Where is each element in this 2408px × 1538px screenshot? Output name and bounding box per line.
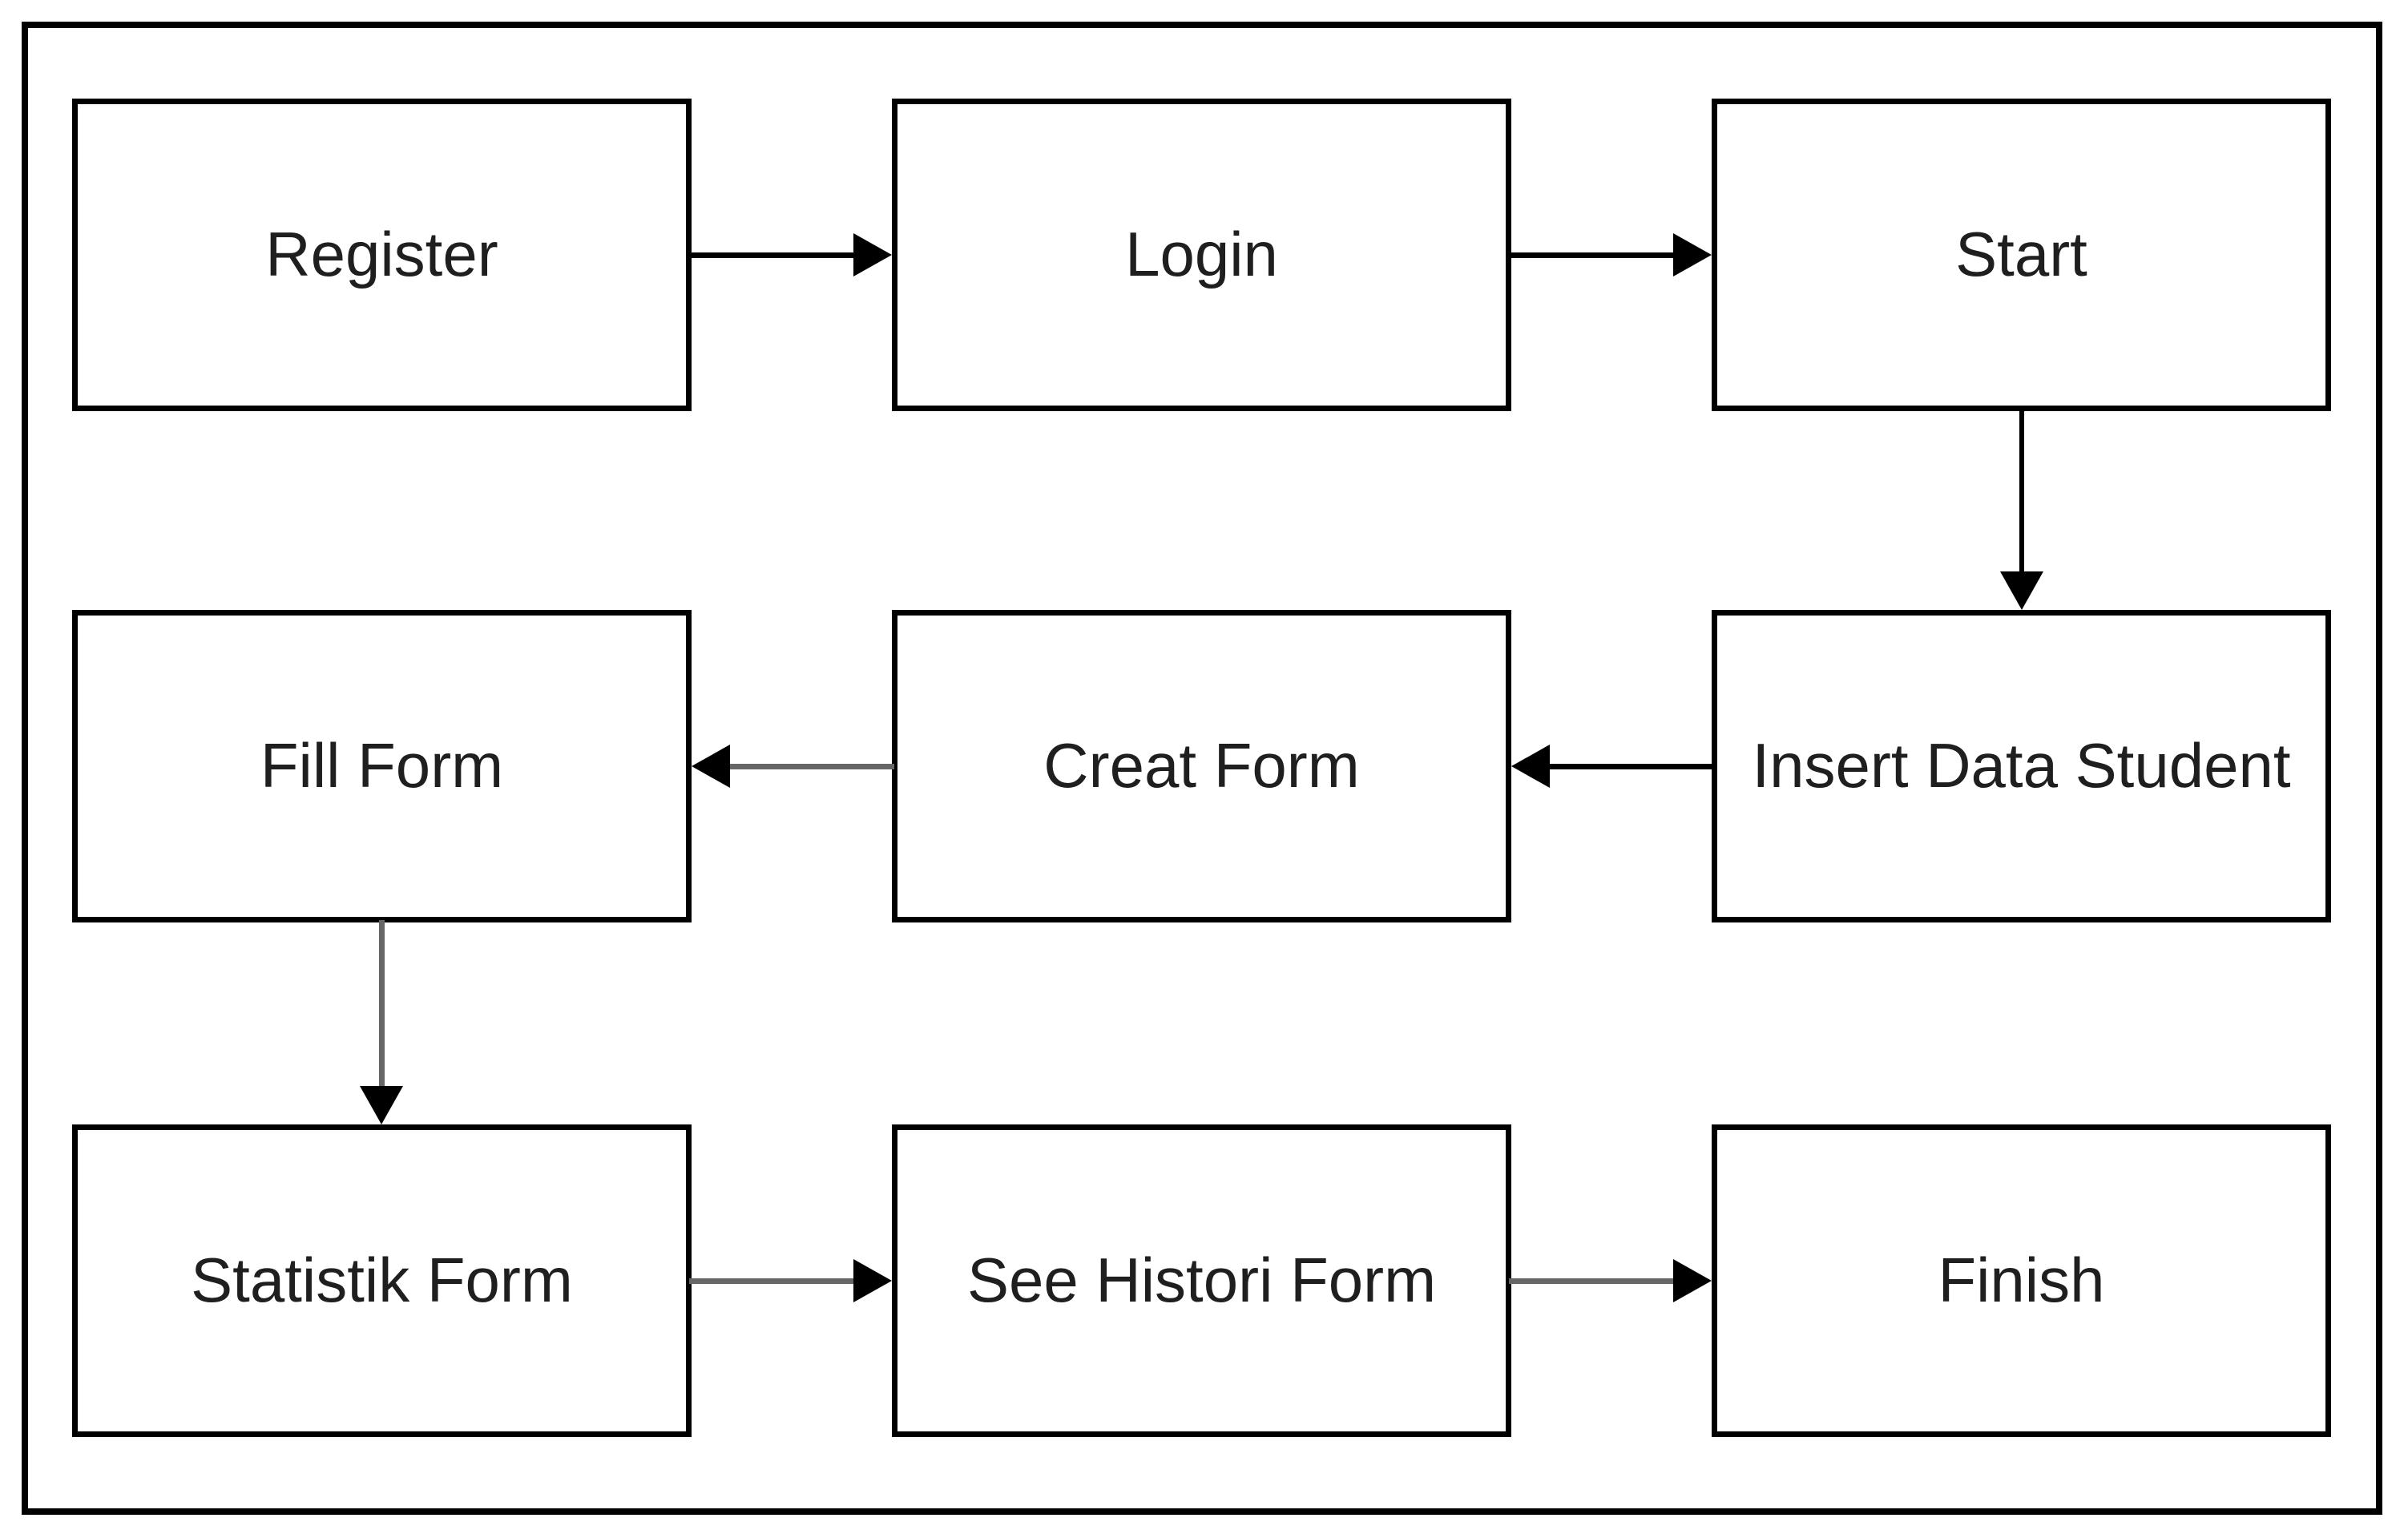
node-insert-data-student: Insert Data Student (1712, 610, 2331, 922)
edge-statistik-form-to-see-histori-form-shaft (689, 1278, 853, 1284)
node-see-histori-form: See Histori Form (892, 1124, 1511, 1437)
edge-login-to-start-shaft (1509, 252, 1673, 258)
arrowhead-left-icon (1511, 745, 1550, 788)
node-statistik-form: Statistik Form (72, 1124, 692, 1437)
node-register-label: Register (265, 219, 498, 290)
edge-insert-data-student-to-creat-form-shaft (1550, 764, 1714, 769)
diagram-outer-border (22, 22, 2382, 1515)
node-fill-form-label: Fill Form (260, 730, 504, 801)
node-login: Login (892, 99, 1511, 411)
arrowhead-down-icon (2000, 571, 2043, 610)
edge-start-to-insert-data-student-shaft (2019, 409, 2024, 573)
arrowhead-right-icon (853, 1259, 892, 1302)
node-start-label: Start (1955, 219, 2087, 290)
edge-register-to-login-shaft (689, 252, 853, 258)
node-finish: Finish (1712, 1124, 2331, 1437)
node-start: Start (1712, 99, 2331, 411)
node-login-label: Login (1125, 219, 1278, 290)
edge-fill-form-to-statistik-form-shaft (379, 920, 385, 1088)
node-see-histori-form-label: See Histori Form (966, 1245, 1437, 1316)
node-fill-form: Fill Form (72, 610, 692, 922)
edge-see-histori-form-to-finish-shaft (1509, 1278, 1673, 1284)
node-statistik-form-label: Statistik Form (191, 1245, 573, 1316)
arrowhead-right-icon (1673, 233, 1712, 277)
node-insert-data-student-label: Insert Data Student (1752, 730, 2291, 801)
node-creat-form-label: Creat Form (1043, 730, 1360, 801)
arrowhead-right-icon (853, 233, 892, 277)
arrowhead-left-icon (692, 745, 730, 788)
arrowhead-down-icon (360, 1086, 403, 1124)
node-finish-label: Finish (1938, 1245, 2105, 1316)
node-creat-form: Creat Form (892, 610, 1511, 922)
arrowhead-right-icon (1673, 1259, 1712, 1302)
edge-creat-form-to-fill-form-shaft (730, 764, 894, 769)
node-register: Register (72, 99, 692, 411)
